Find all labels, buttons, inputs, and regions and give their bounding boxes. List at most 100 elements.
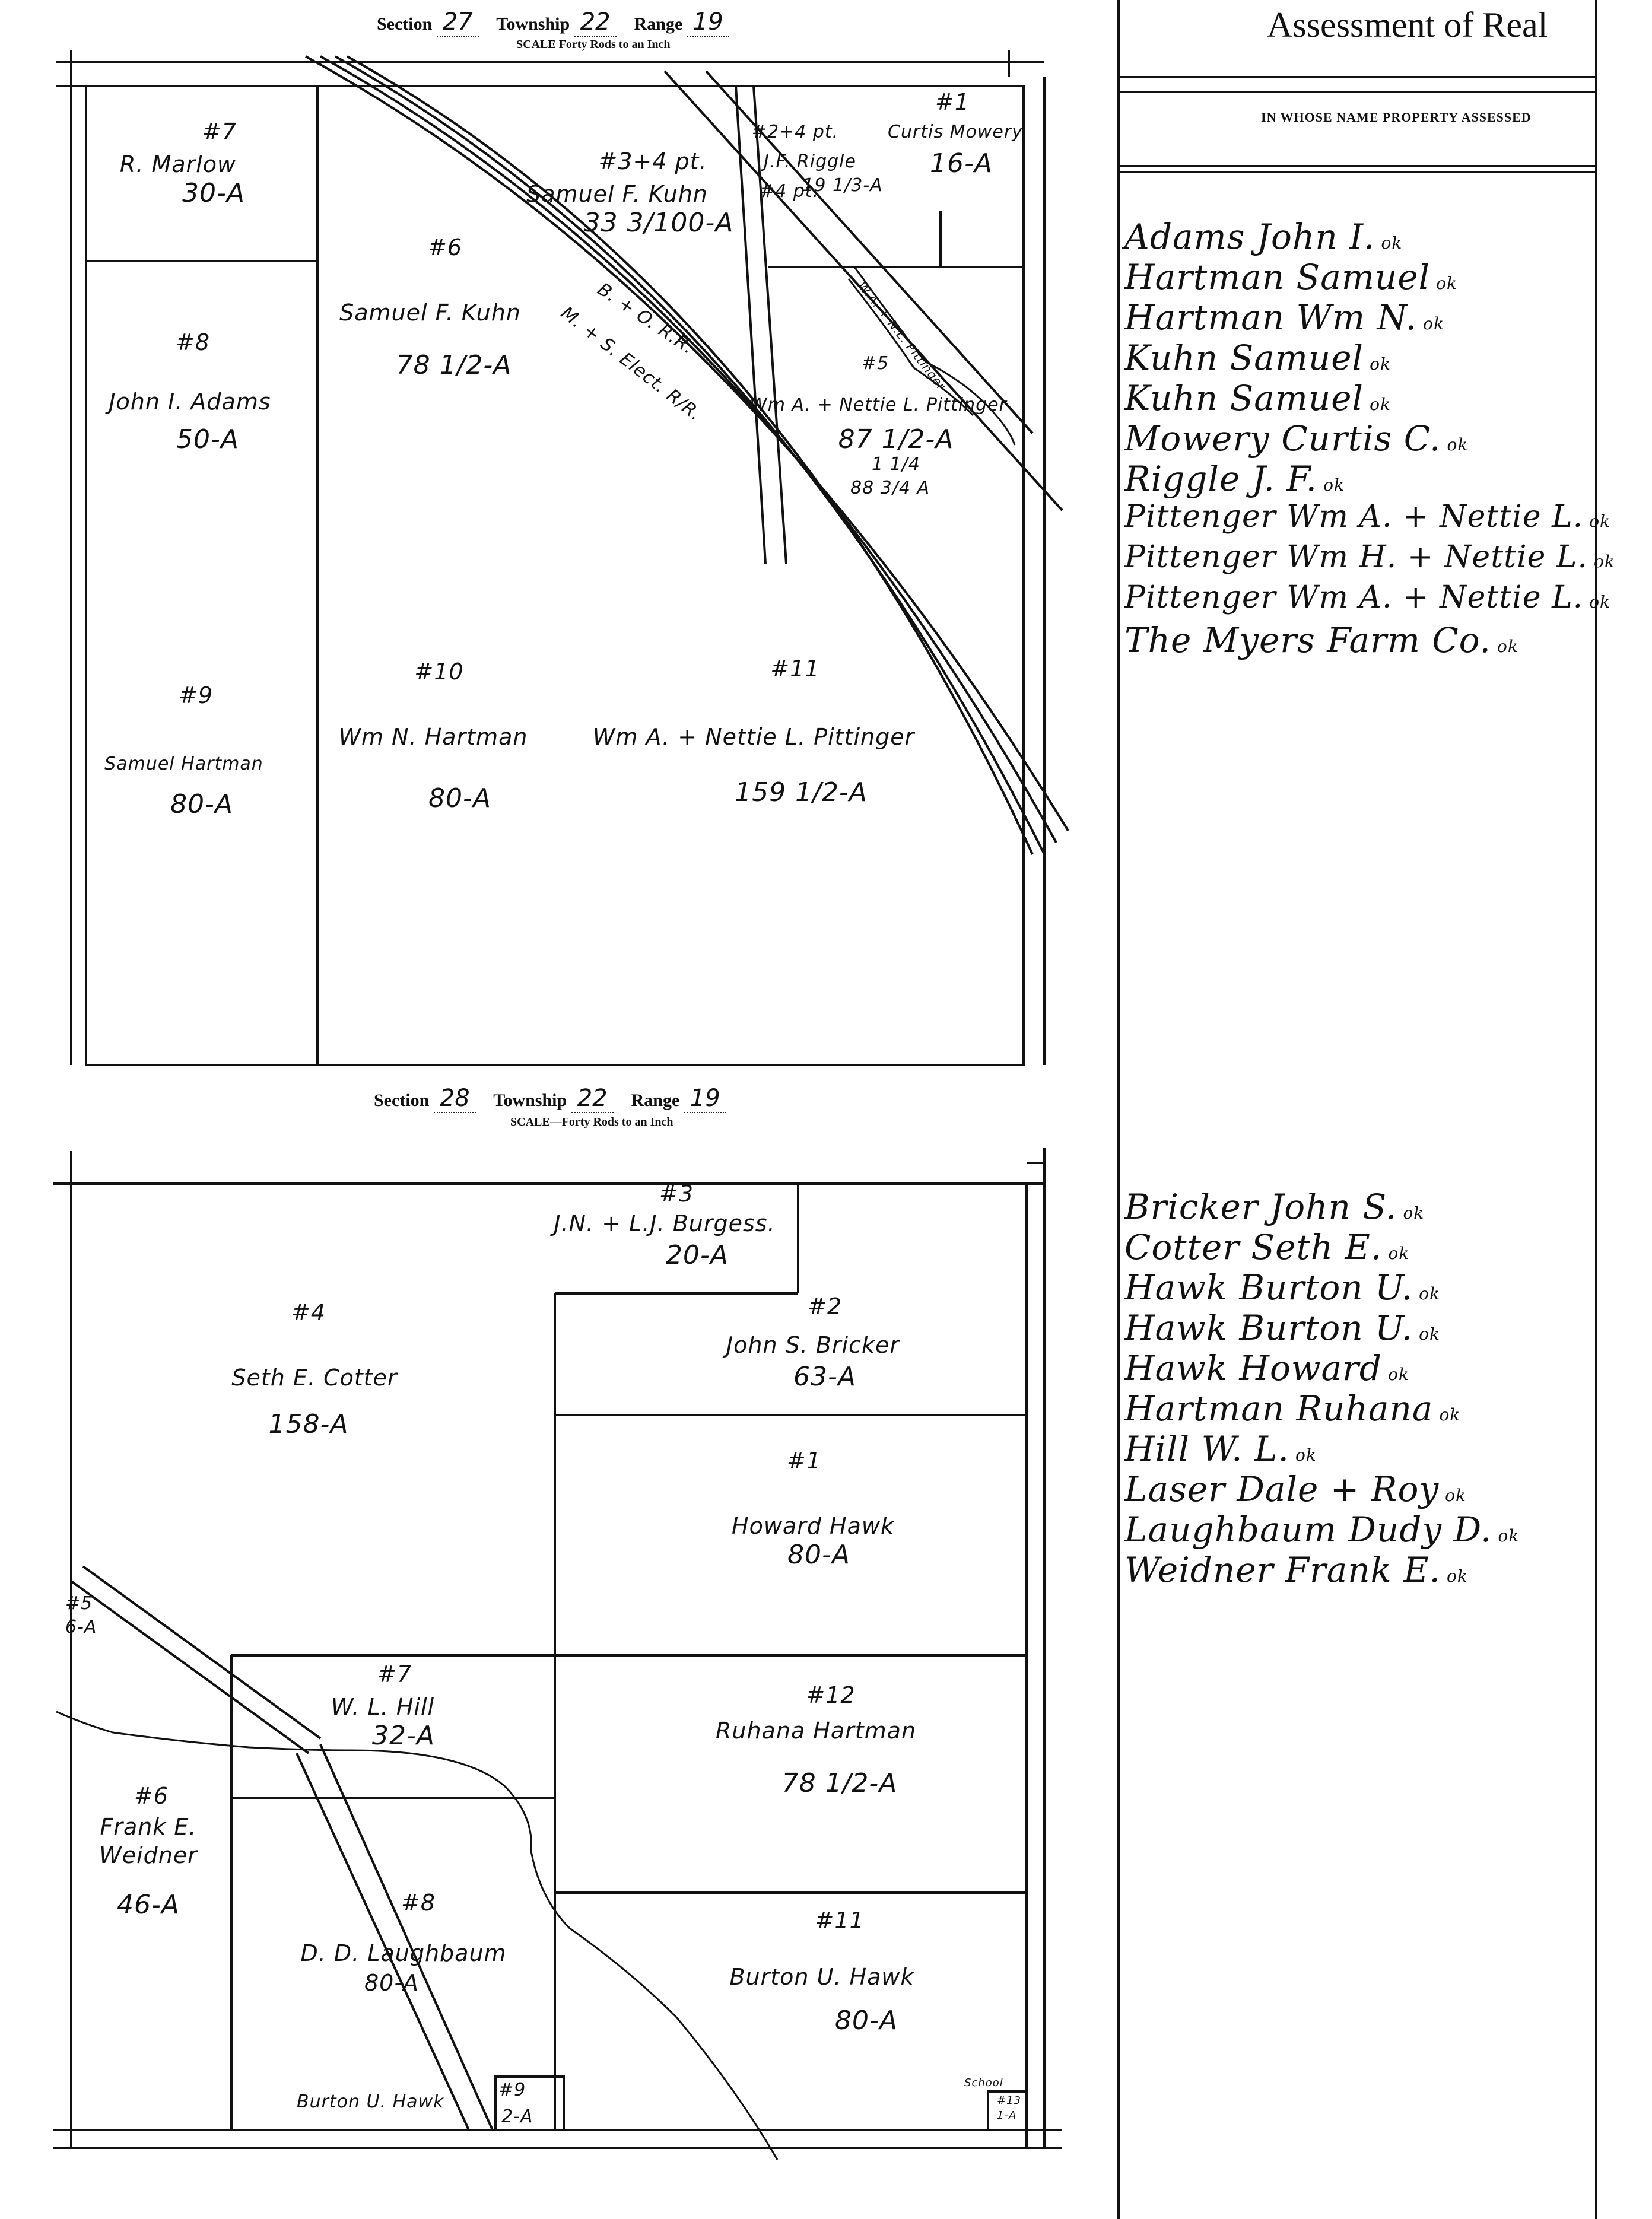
s28-parcel-11-num: #11 bbox=[815, 1908, 865, 1934]
ok-mark: ok bbox=[1498, 1526, 1520, 1546]
parcel-9-acres: 80-A bbox=[170, 789, 233, 819]
s28-parcel-12-owner: Ruhana Hartman bbox=[715, 1718, 917, 1744]
ok-mark: ok bbox=[1589, 511, 1611, 531]
assessee-row: Weidner Frank E.ok bbox=[1124, 1550, 1519, 1590]
parcel-6-acres: 78 1/2-A bbox=[396, 350, 512, 380]
assessee-row: Hartman Wm N. ok bbox=[1124, 297, 1615, 338]
s28-parcel-2-owner: John S. Bricker bbox=[726, 1332, 900, 1358]
s28-parcel-6-num: #6 bbox=[134, 1783, 169, 1809]
assessee-row: Pittenger Wm A. + Nettie L.ok bbox=[1124, 580, 1615, 620]
s28-parcel-2-num: #2 bbox=[807, 1293, 843, 1320]
s28-parcel-11-acres: 80-A bbox=[835, 2005, 898, 2036]
parcel-6-num: #6 bbox=[427, 234, 463, 260]
s28-parcel-2-acres: 63-A bbox=[793, 1362, 856, 1392]
s28-parcel-12-num: #12 bbox=[806, 1682, 856, 1708]
s28-parcel-9-num: #9 bbox=[498, 2080, 526, 2100]
s28-parcel-11-owner: Burton U. Hawk bbox=[729, 1964, 914, 1990]
s28-parcel-8-owner: D. D. Laughbaum bbox=[300, 1940, 507, 1966]
s28-parcel-3-acres: 20-A bbox=[666, 1240, 729, 1270]
assessee-name: Hartman Ruhana bbox=[1124, 1388, 1434, 1429]
s28-parcel-9-owner: Burton U. Hawk bbox=[297, 2091, 444, 2112]
parcel-10-num: #10 bbox=[414, 659, 464, 685]
parcel-10-acres: 80-A bbox=[428, 783, 491, 813]
parcel-7-owner: R. Marlow bbox=[119, 151, 237, 177]
s28-parcel-6-acres: 46-A bbox=[117, 1890, 180, 1920]
assessee-name: Cotter Seth E. bbox=[1124, 1227, 1383, 1267]
range-number: 19 bbox=[684, 1085, 726, 1113]
ok-mark: ok bbox=[1403, 1203, 1425, 1223]
township-number: 22 bbox=[571, 1085, 614, 1113]
parcel-5-extra2: 88 3/4 A bbox=[850, 478, 930, 498]
ok-mark: ok bbox=[1439, 1405, 1461, 1425]
assessee-name: Laser Dale + Roy bbox=[1124, 1469, 1440, 1509]
parcel-2-4-num: #2+4 pt. bbox=[751, 122, 839, 142]
parcel-2-4-owner: J.F. Riggle bbox=[764, 151, 856, 172]
section28-scale: SCALE—Forty Rods to an Inch bbox=[510, 1115, 673, 1128]
assessee-name: Hartman Samuel bbox=[1124, 257, 1431, 297]
assessee-row: Cotter Seth E.ok bbox=[1124, 1227, 1519, 1267]
s28-parcel-1-acres: 80-A bbox=[787, 1540, 850, 1570]
parcel-3-4-acres: 33 3/100-A bbox=[583, 208, 734, 238]
parcel-6-owner: Samuel F. Kuhn bbox=[339, 300, 521, 326]
ok-mark: ok bbox=[1447, 435, 1469, 454]
assessee-row: Riggle J. F.ok bbox=[1124, 459, 1615, 499]
school-acres: 1-A bbox=[997, 2109, 1017, 2122]
assessee-row: Mowery Curtis C. ok bbox=[1124, 418, 1615, 459]
ok-mark: ok bbox=[1589, 592, 1611, 612]
section27-boundary bbox=[85, 85, 1025, 1066]
assessee-name: Bricker John S. bbox=[1124, 1187, 1397, 1227]
assessee-row: Adams John I.ok bbox=[1124, 217, 1615, 257]
s28-parcel-3-owner: J.N. + L.J. Burgess. bbox=[554, 1210, 776, 1236]
assessee-row: Kuhn Samuel ok bbox=[1124, 338, 1615, 378]
ok-mark: ok bbox=[1370, 395, 1391, 414]
assessment-column-header: IN WHOSE NAME PROPERTY ASSESSED bbox=[1261, 110, 1532, 125]
parcel-7-num: #7 bbox=[202, 119, 237, 145]
ok-mark: ok bbox=[1423, 314, 1444, 333]
s28-parcel-4-acres: 158-A bbox=[268, 1409, 349, 1439]
parcel-5-acres: 87 1/2-A bbox=[838, 424, 954, 454]
assessee-name: Riggle J. F. bbox=[1124, 459, 1318, 499]
parcel-7-acres: 30-A bbox=[182, 178, 245, 208]
ok-mark: ok bbox=[1419, 1284, 1440, 1304]
assessee-row: Hawk Burton U.ok bbox=[1124, 1308, 1519, 1348]
assessee-name: Pittenger Wm H. + Nettie L. bbox=[1124, 539, 1588, 575]
parcel-11-num: #11 bbox=[770, 656, 820, 682]
assessee-name: The Myers Farm Co. bbox=[1124, 620, 1491, 660]
assessee-name: Hill W. L. bbox=[1124, 1429, 1289, 1469]
s28-parcel-3-num: #3 bbox=[659, 1181, 694, 1207]
assessee-name: Hawk Burton U. bbox=[1124, 1308, 1413, 1348]
section-label: Section bbox=[377, 14, 433, 34]
range-label: Range bbox=[631, 1091, 680, 1110]
assessee-name: Laughbaum Dudy D. bbox=[1124, 1509, 1492, 1550]
ok-mark: ok bbox=[1370, 354, 1391, 374]
assessee-name: Kuhn Samuel bbox=[1124, 338, 1364, 378]
parcel-10-owner: Wm N. Hartman bbox=[338, 724, 528, 750]
range-number: 19 bbox=[687, 8, 729, 37]
assessee-name: Mowery Curtis C. bbox=[1124, 418, 1441, 459]
assessee-name: Pittenger Wm A. + Nettie L. bbox=[1124, 580, 1584, 615]
section-label: Section bbox=[374, 1091, 430, 1110]
section-number: 27 bbox=[436, 8, 479, 37]
parcel-8-num: #8 bbox=[175, 329, 211, 355]
assessee-name: Pittenger Wm A. + Nettie L. bbox=[1124, 499, 1584, 535]
section-number: 28 bbox=[433, 1085, 476, 1113]
ok-mark: ok bbox=[1445, 1486, 1466, 1505]
ok-mark: ok bbox=[1381, 233, 1403, 253]
ok-mark: ok bbox=[1497, 637, 1518, 656]
s28-parcel-12-acres: 78 1/2-A bbox=[781, 1768, 898, 1798]
s28-parcel-9-acres: 2-A bbox=[501, 2106, 533, 2127]
assessee-name: Weidner Frank E. bbox=[1124, 1550, 1441, 1590]
parcel-11-owner: Wm A. + Nettie L. Pittinger bbox=[592, 724, 915, 750]
assessee-name: Hartman Wm N. bbox=[1124, 297, 1418, 338]
assessee-row: Laughbaum Dudy D. ok bbox=[1124, 1509, 1519, 1550]
school-num: #13 bbox=[997, 2094, 1021, 2107]
assessment-names-section27: Adams John I.ok Hartman Samuel ok Hartman… bbox=[1124, 217, 1615, 660]
s28-parcel-7-num: #7 bbox=[377, 1661, 412, 1687]
s28-parcel-4-owner: Seth E. Cotter bbox=[231, 1365, 398, 1391]
s28-parcel-1-owner: Howard Hawk bbox=[732, 1513, 894, 1539]
school-label: School bbox=[964, 2077, 1003, 2089]
parcel-5-extra1: 1 1/4 bbox=[872, 454, 920, 475]
